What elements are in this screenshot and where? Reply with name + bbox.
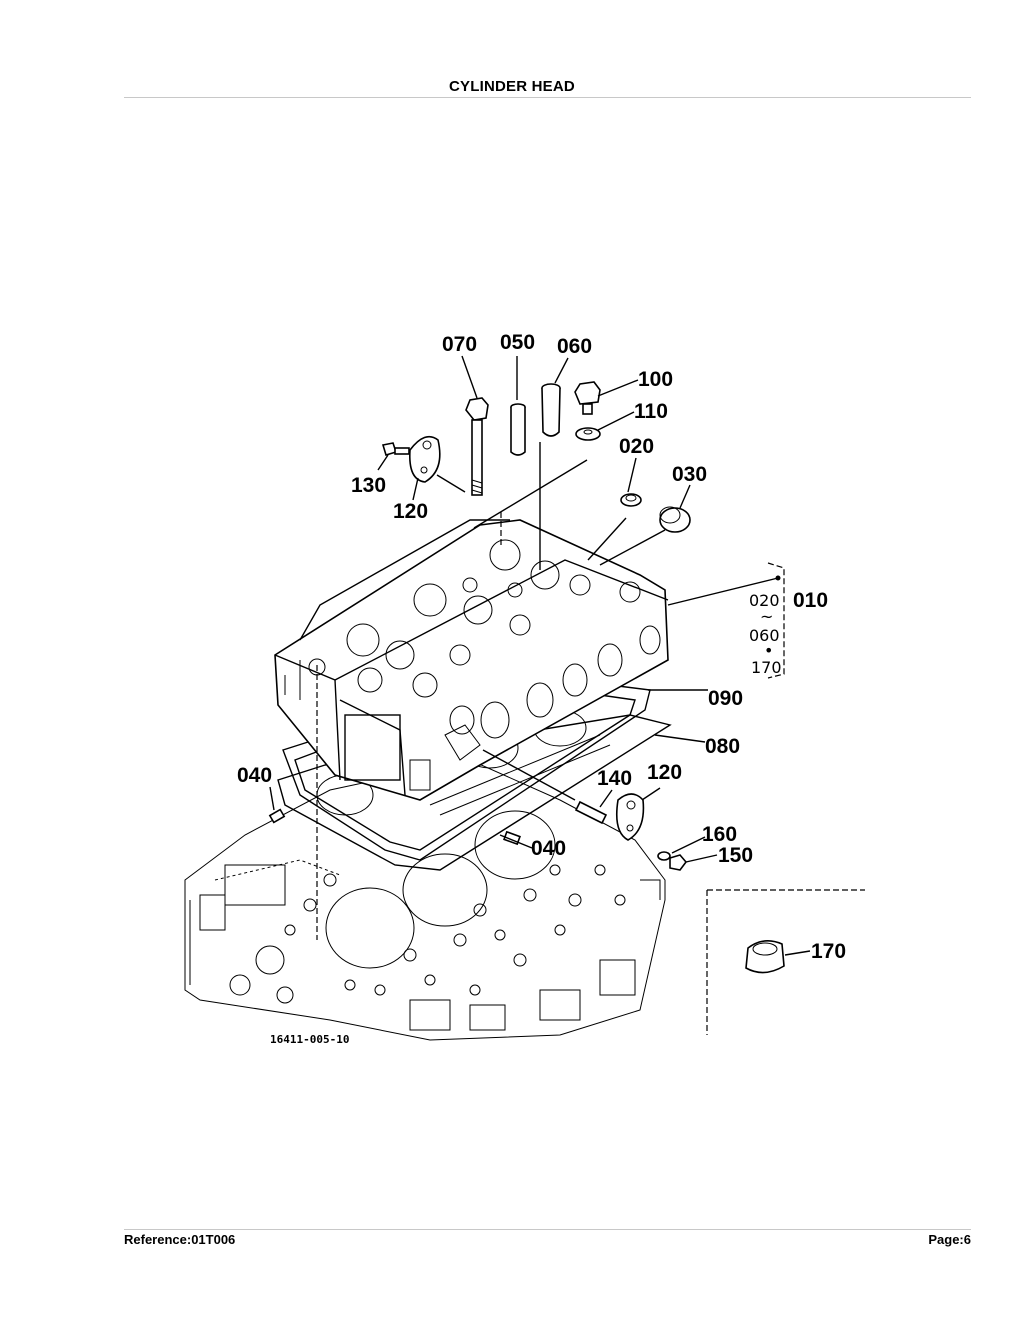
callout-040-left: 040: [237, 764, 272, 787]
callout-120-bottom: 120: [647, 761, 682, 784]
callout-160: 160: [702, 823, 737, 846]
stud-140: [574, 800, 608, 825]
seal-020: [620, 493, 642, 507]
stud-040-left: [268, 808, 286, 824]
callout-110: 110: [634, 400, 668, 423]
svg-text:~: ~: [760, 607, 773, 626]
callout-020: 020: [619, 435, 654, 458]
callout-060: 060: [557, 335, 592, 358]
callout-150: 150: [718, 844, 753, 867]
footer-divider: [124, 1229, 971, 1230]
callout-090: 090: [708, 687, 743, 710]
head-bolt-070: [465, 397, 489, 496]
cylinder-head-drawing: [274, 519, 669, 801]
callout-030: 030: [672, 463, 707, 486]
gasket-110: [575, 427, 601, 441]
callout-100: 100: [638, 368, 673, 391]
seal-170-detail: [706, 889, 865, 1035]
nut-150: [669, 854, 688, 871]
header-divider: [124, 97, 971, 98]
callout-070: 070: [442, 333, 477, 356]
leader-lines: [269, 355, 811, 956]
callout-170: 170: [811, 940, 846, 963]
cap-030: [659, 506, 691, 533]
hanger-120-top: [408, 435, 441, 483]
reference-label: Reference:01T006: [124, 1232, 236, 1247]
callout-080: 080: [705, 735, 740, 758]
engine-block-drawing: [184, 759, 666, 1041]
callout-010: 010: [793, 589, 828, 612]
kit-item-060: 060: [749, 626, 780, 645]
kit-item-020: 020: [749, 591, 780, 610]
plug-100: [574, 381, 601, 415]
svg-text:•: •: [764, 641, 773, 660]
bolt-130: [381, 442, 410, 456]
kit-item-170: 170: [751, 658, 782, 677]
callout-040-right: 040: [531, 837, 566, 860]
kit-bracket: [767, 562, 785, 679]
washer-160: [657, 851, 671, 861]
valve-guide-060: [541, 383, 561, 437]
page-title: CYLINDER HEAD: [449, 78, 575, 95]
kit-contents-list: 020 ~ 060 • 170: [749, 591, 782, 677]
callout-050: 050: [500, 331, 535, 354]
valve-guide-050: [510, 403, 526, 456]
callout-140: 140: [597, 767, 632, 790]
drawing-number: 16411-005-10: [270, 1033, 349, 1046]
callout-130: 130: [351, 474, 386, 497]
hanger-120-bottom: [615, 793, 645, 841]
callout-120-top: 120: [393, 500, 428, 523]
callout-labels: 070 050 060 100 110 020 030 130 120 010 …: [237, 331, 846, 963]
page-number: Page:6: [928, 1232, 971, 1247]
